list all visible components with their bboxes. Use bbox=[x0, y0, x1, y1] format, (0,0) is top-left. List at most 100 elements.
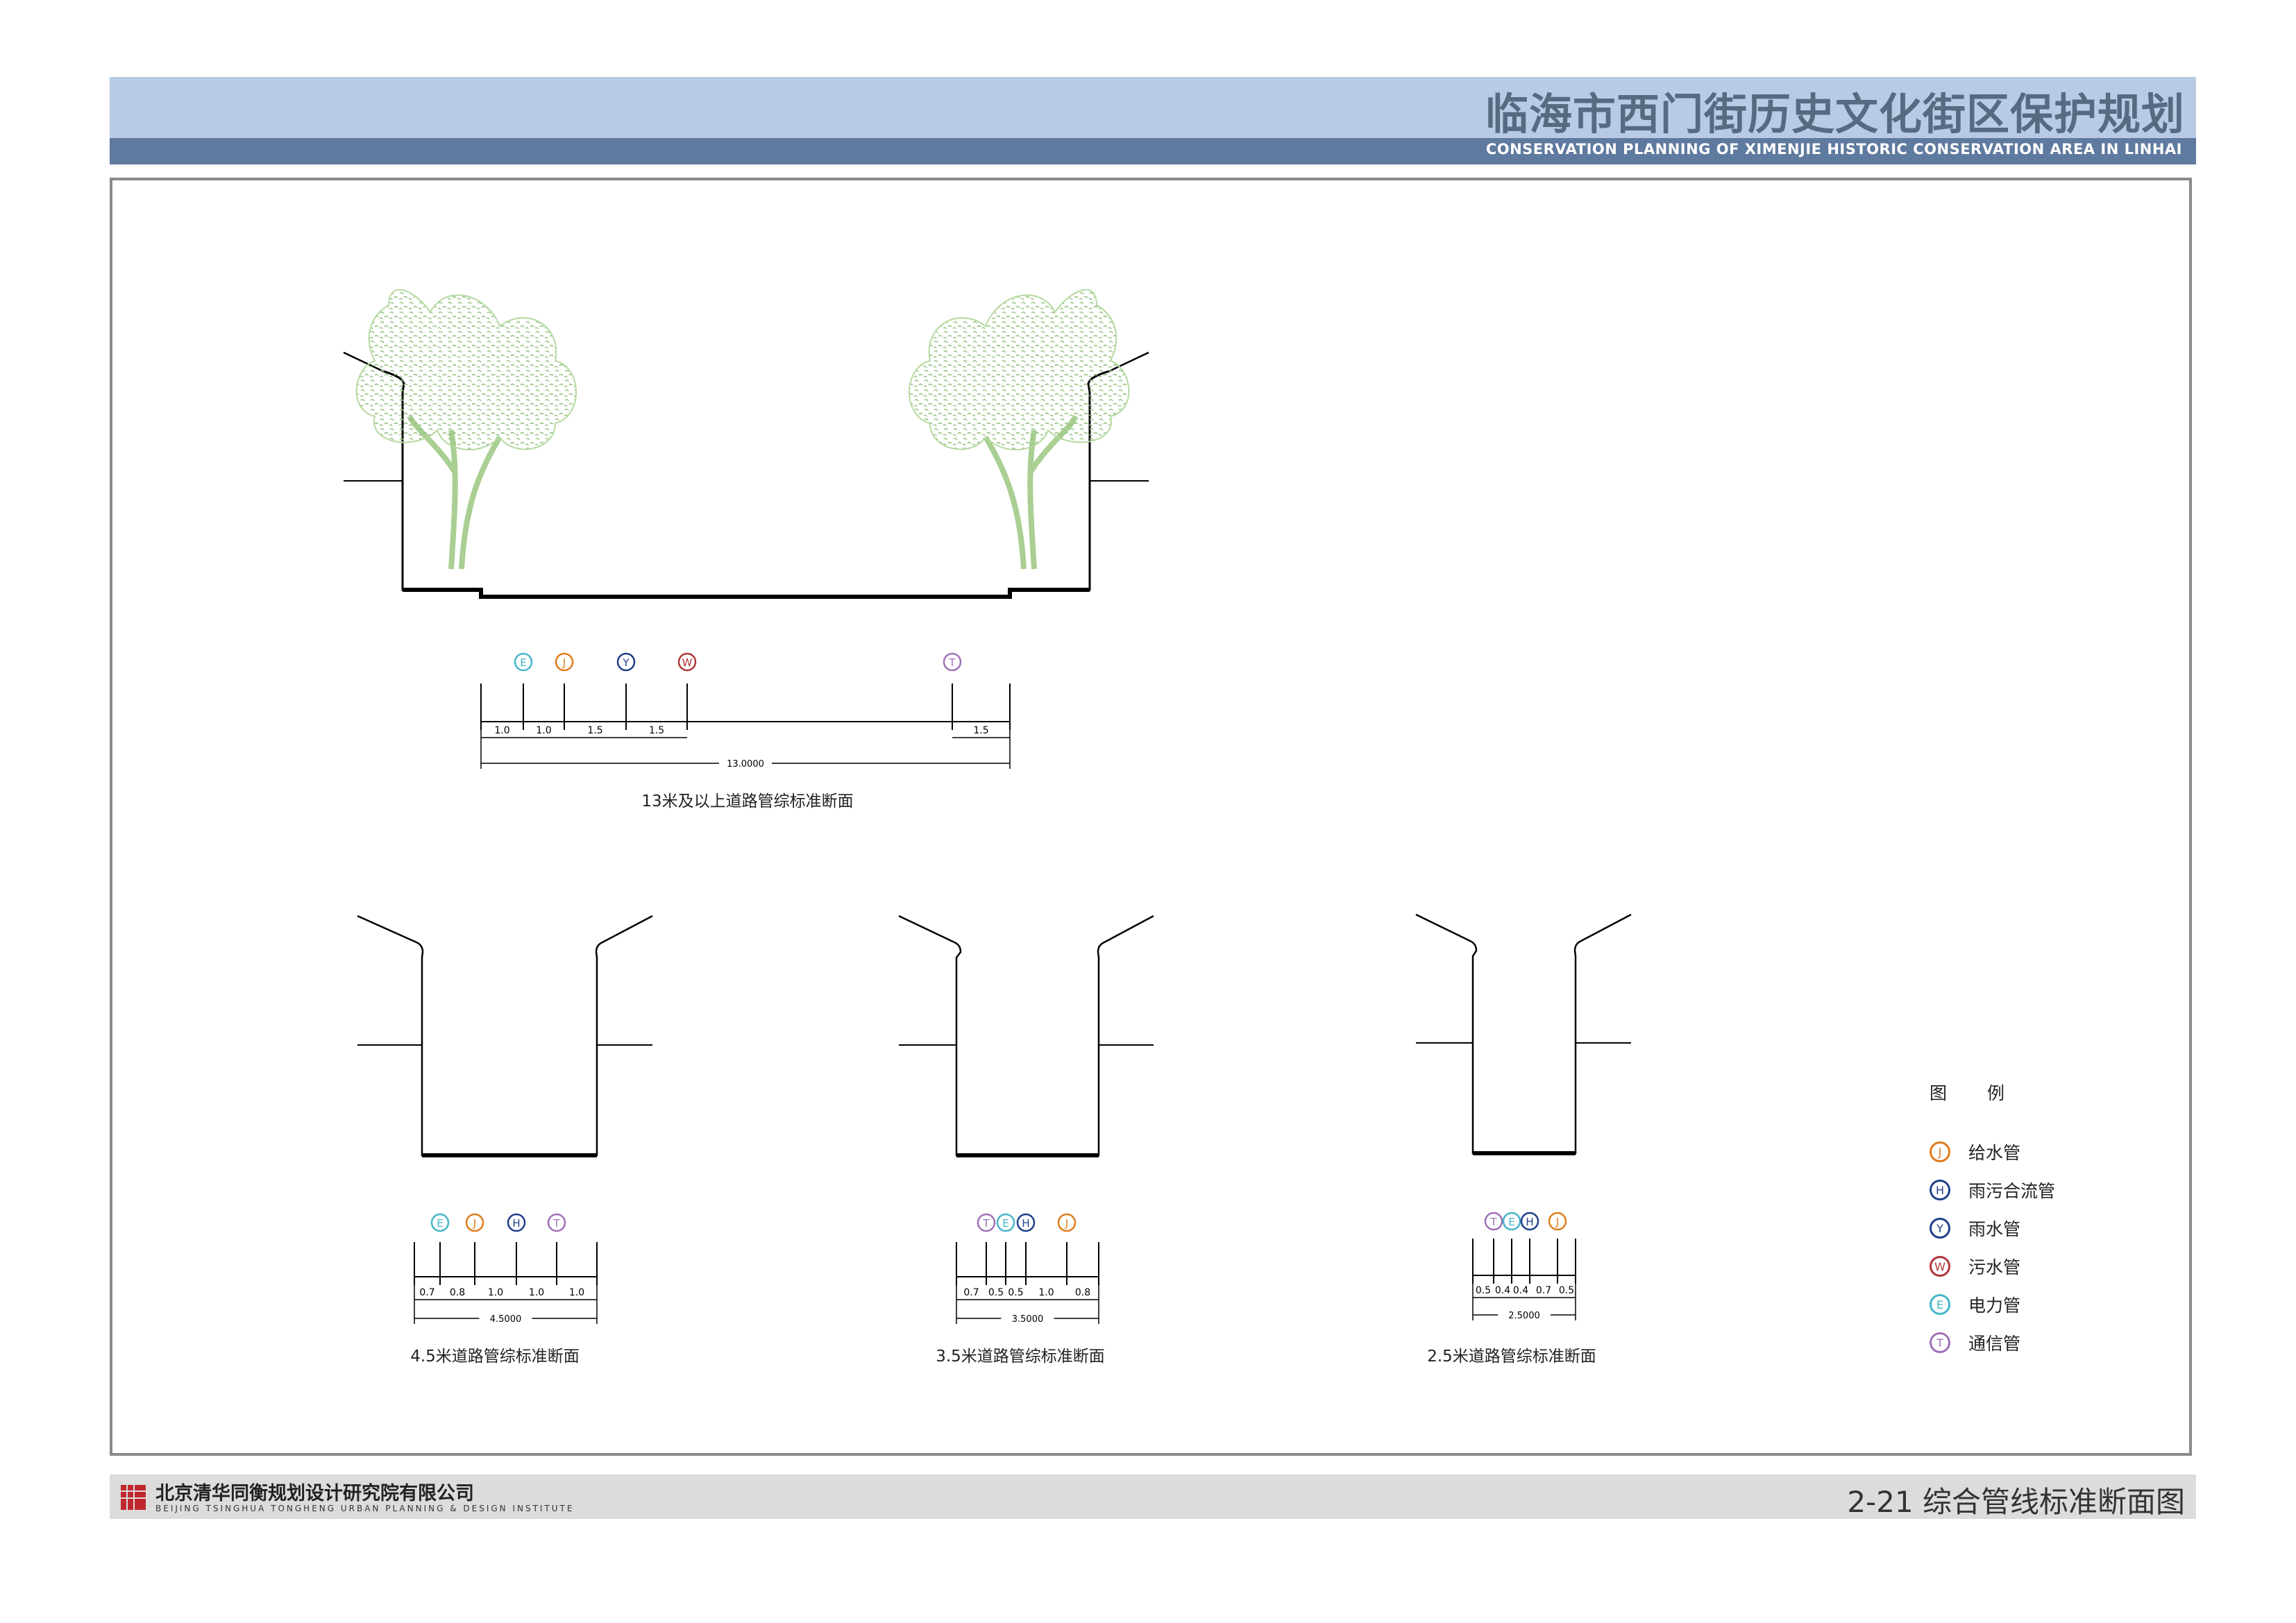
segment-label: 0.8 bbox=[450, 1287, 465, 1298]
legend-pipe-h-icon: H bbox=[1930, 1180, 1950, 1200]
segment-label: 0.4 bbox=[1513, 1285, 1528, 1296]
segment-label: 0.5 bbox=[1476, 1285, 1491, 1296]
pipe-symbol-h-icon bbox=[1520, 1212, 1539, 1231]
institute-name-en: BEIJING TSINGHUA TONGHENG URBAN PLANNING… bbox=[155, 1504, 575, 1513]
dimension-group: 1.0 1.0 1.5 1.5 1.5 13.0000 E J Y W T bbox=[480, 652, 1011, 770]
pipe-symbol-y-icon bbox=[616, 652, 636, 672]
sheet-title: 2-21 综合管线标准断面图 bbox=[1847, 1485, 2185, 1519]
legend-item: Y 雨水管 bbox=[1930, 1214, 2020, 1242]
legend-pipe-y-icon: Y bbox=[1930, 1218, 1950, 1239]
total-label: 3.5000 bbox=[1012, 1314, 1044, 1325]
segment-label: 0.7 bbox=[963, 1287, 979, 1298]
pipe-symbol-letter: T bbox=[1489, 1216, 1497, 1228]
segment-label: 0.8 bbox=[1075, 1287, 1090, 1298]
legend-pipe-w-icon: W bbox=[1930, 1256, 1950, 1277]
legend-pipe-j-icon: J bbox=[1930, 1141, 1950, 1162]
segment-label: 1.0 bbox=[529, 1287, 544, 1298]
pipe-symbol-h-icon bbox=[1016, 1213, 1036, 1232]
pipe-symbol-letter: W bbox=[682, 656, 693, 669]
segment-label: 1.0 bbox=[536, 725, 551, 736]
pipe-symbol-letter: T bbox=[948, 656, 956, 669]
segment-label: 1.5 bbox=[649, 725, 664, 736]
legend-pipe-e-icon: E bbox=[1930, 1294, 1950, 1315]
pipe-symbol-letter: J bbox=[473, 1217, 476, 1230]
pipe-symbol-letter: E bbox=[1508, 1216, 1514, 1228]
segment-label: 1.0 bbox=[494, 725, 509, 736]
section-3_5m-profile bbox=[898, 915, 1154, 1157]
segment-label: 0.5 bbox=[1008, 1287, 1023, 1298]
pipe-symbol-t-icon bbox=[1484, 1212, 1503, 1231]
pipe-symbol-letter: E bbox=[437, 1217, 443, 1230]
legend-pipe-t-icon: T bbox=[1930, 1332, 1950, 1353]
pipe-symbol-j-icon bbox=[1548, 1212, 1567, 1231]
pipe-symbol-letter: H bbox=[1526, 1216, 1533, 1228]
total-label: 2.5000 bbox=[1508, 1311, 1540, 1321]
section-2_5m-profile bbox=[1415, 913, 1632, 1155]
total-label: 13.0000 bbox=[727, 759, 764, 770]
page-title-en: CONSERVATION PLANNING OF XIMENJIE HISTOR… bbox=[1485, 141, 2182, 158]
header-subband bbox=[110, 138, 2196, 164]
legend-item: H 雨污合流管 bbox=[1930, 1176, 2055, 1204]
pipe-symbol-letter: J bbox=[1065, 1217, 1068, 1230]
pipe-symbol-letter: T bbox=[982, 1217, 990, 1230]
segment-label: 1.5 bbox=[587, 725, 602, 736]
segment-label: 1.0 bbox=[569, 1287, 584, 1298]
legend-item: J 给水管 bbox=[1930, 1138, 2020, 1166]
segment-label: 0.7 bbox=[1536, 1285, 1551, 1296]
pipe-symbol-t-icon bbox=[977, 1213, 996, 1232]
segment-label: 0.5 bbox=[1559, 1285, 1574, 1296]
pipe-symbol-letter: Y bbox=[622, 656, 630, 669]
segment-label: 0.5 bbox=[988, 1287, 1004, 1298]
pipe-symbol-letter: J bbox=[562, 656, 566, 669]
section-3_5m-caption: 3.5米道路管综标准断面 bbox=[936, 1348, 1105, 1366]
segment-label: 1.0 bbox=[1038, 1287, 1054, 1298]
segment-label: 1.0 bbox=[488, 1287, 503, 1298]
pipe-symbol-letter: E bbox=[520, 656, 526, 669]
segment-label: 0.7 bbox=[419, 1287, 434, 1298]
tree-right bbox=[909, 289, 1130, 570]
pipe-symbol-j-icon bbox=[1057, 1213, 1077, 1232]
pipe-symbol-h-icon bbox=[507, 1213, 526, 1232]
institute-name-cn: 北京清华同衡规划设计研究院有限公司 bbox=[155, 1483, 474, 1504]
pipe-symbol-j-icon bbox=[555, 652, 574, 672]
legend-label: 雨水管 bbox=[1968, 1219, 2021, 1239]
institute-logo-icon bbox=[121, 1485, 146, 1510]
segment-label: 1.5 bbox=[973, 725, 988, 736]
pipe-symbol-e-icon bbox=[996, 1213, 1015, 1232]
legend-label: 雨污合流管 bbox=[1968, 1181, 2056, 1201]
pipe-symbol-letter: H bbox=[1022, 1217, 1029, 1230]
drawing-frame bbox=[110, 178, 2192, 1456]
legend-item: E 电力管 bbox=[1930, 1291, 2020, 1318]
pipe-symbol-letter: H bbox=[512, 1217, 520, 1230]
pipe-symbol-letter: E bbox=[1002, 1217, 1008, 1230]
segment-label: 0.4 bbox=[1495, 1285, 1510, 1296]
tree-left bbox=[355, 289, 577, 570]
section-4_5m-profile bbox=[357, 915, 653, 1157]
section-4_5m-caption: 4.5米道路管综标准断面 bbox=[410, 1348, 580, 1366]
legend-item: T 通信管 bbox=[1930, 1329, 2020, 1357]
pipe-symbol-letter: J bbox=[1555, 1216, 1559, 1228]
section-2_5m-caption: 2.5米道路管综标准断面 bbox=[1427, 1348, 1596, 1366]
pipe-symbol-t-icon bbox=[547, 1213, 566, 1232]
section-13m-caption: 13米及以上道路管综标准断面 bbox=[641, 792, 854, 810]
pipe-symbol-j-icon bbox=[465, 1213, 484, 1232]
pipe-symbol-letter: T bbox=[552, 1217, 560, 1230]
page-title-cn: 临海市西门街历史文化街区保护规划 bbox=[1485, 89, 2185, 139]
legend-label: 通信管 bbox=[1968, 1334, 2021, 1354]
legend-title: 图例 bbox=[1930, 1083, 2045, 1103]
pipe-symbol-w-icon bbox=[677, 652, 697, 672]
pipe-symbol-e-icon bbox=[1502, 1212, 1521, 1231]
total-label: 4.5000 bbox=[490, 1314, 522, 1325]
dimension-group: 0.7 0.8 1.0 1.0 1.0 4.5000 E J H T bbox=[414, 1213, 598, 1325]
pipe-symbol-e-icon bbox=[430, 1213, 450, 1232]
legend-label: 电力管 bbox=[1968, 1295, 2021, 1316]
pipe-symbol-e-icon bbox=[514, 652, 533, 672]
legend-label: 给水管 bbox=[1968, 1143, 2021, 1163]
header-band bbox=[110, 77, 2196, 138]
pipe-symbol-t-icon bbox=[943, 652, 962, 672]
